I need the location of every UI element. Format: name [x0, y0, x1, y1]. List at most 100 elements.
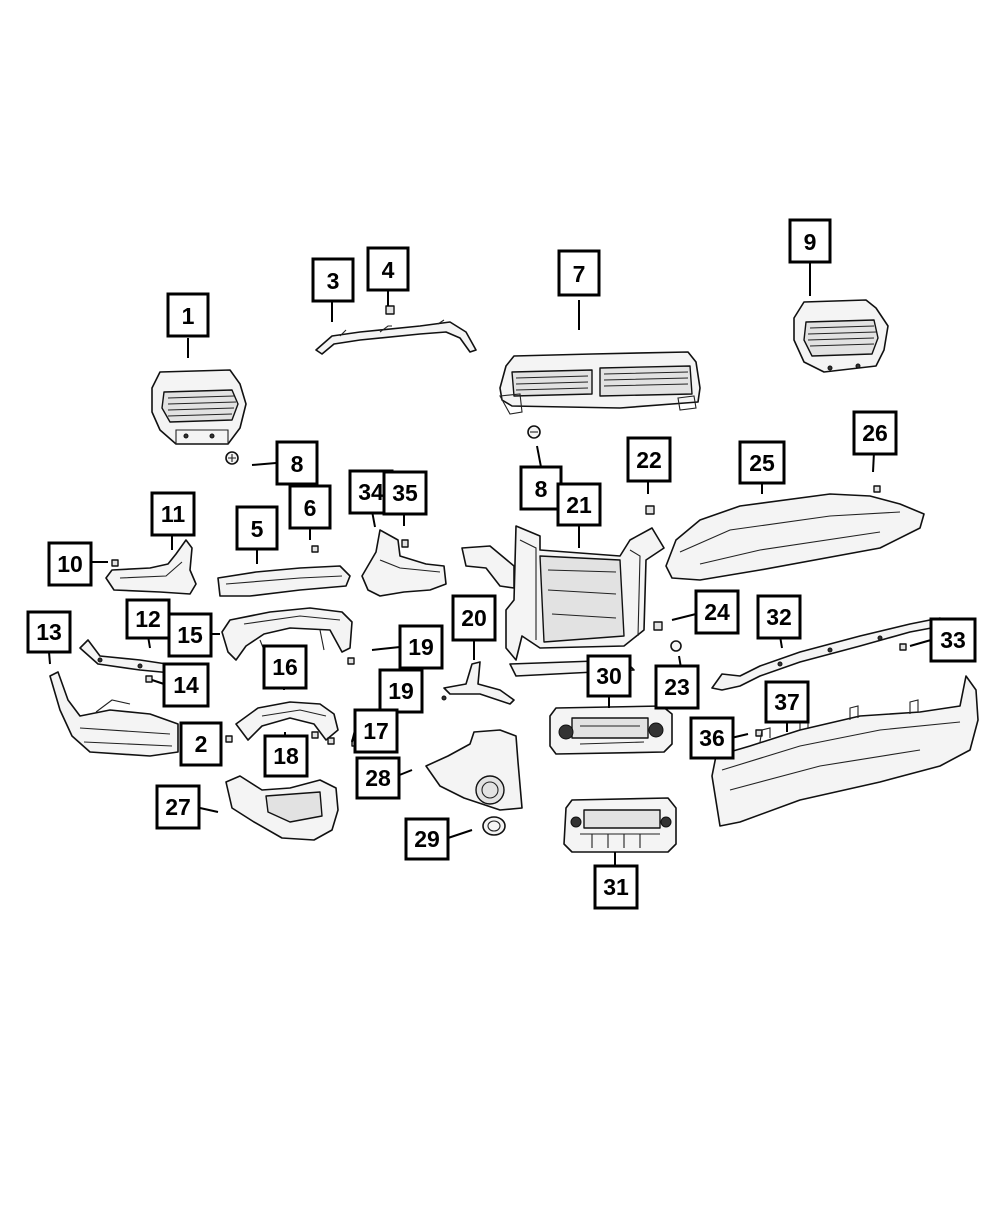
callout-25[interactable]: 25: [738, 440, 786, 485]
callout-15[interactable]: 15: [167, 612, 213, 658]
callout-34-label: 34: [358, 479, 384, 505]
callout-32-label: 32: [766, 604, 792, 630]
callout-8-center[interactable]: 8: [519, 465, 563, 511]
callout-28-label: 28: [365, 765, 391, 791]
callout-1[interactable]: 1: [166, 292, 210, 338]
callout-13-label: 13: [36, 619, 62, 645]
callout-3[interactable]: 3: [311, 257, 355, 303]
part-17-clip: [311, 731, 335, 745]
callout-2[interactable]: 2: [179, 721, 223, 767]
callout-4-label: 4: [382, 257, 395, 283]
callout-35[interactable]: 35: [382, 470, 428, 516]
part-19-clip-upper: [347, 657, 355, 665]
part-7-center-air-outlet: [499, 351, 701, 415]
part-6-clip: [311, 545, 319, 553]
part-32-right-rail: [711, 617, 943, 691]
callout-6-label: 6: [304, 495, 317, 521]
callout-3-label: 3: [327, 268, 340, 294]
callout-5-label: 5: [251, 516, 264, 542]
callout-4[interactable]: 4: [366, 246, 410, 292]
callout-31[interactable]: 31: [593, 864, 639, 910]
callout-35-label: 35: [392, 480, 418, 506]
part-29-cap: [482, 816, 506, 836]
callout-24[interactable]: 24: [694, 589, 740, 635]
callout-14[interactable]: 14: [162, 662, 210, 708]
callout-20[interactable]: 20: [451, 594, 497, 642]
part-2-clip: [225, 735, 233, 743]
callout-5[interactable]: 5: [235, 505, 279, 551]
callout-36[interactable]: 36: [689, 716, 735, 760]
callout-26-label: 26: [862, 420, 888, 446]
callout-29[interactable]: 29: [404, 817, 450, 861]
callout-15-label: 15: [177, 622, 203, 648]
callout-29-label: 29: [414, 826, 440, 852]
callout-31-label: 31: [603, 874, 629, 900]
callout-10-label: 10: [57, 551, 83, 577]
part-14-clip: [145, 675, 153, 683]
callout-19-upper-label: 19: [408, 634, 434, 660]
callout-8-left-label: 8: [291, 451, 304, 477]
callout-21[interactable]: 21: [556, 482, 602, 527]
callout-8-center-label: 8: [535, 476, 548, 502]
callout-33-label: 33: [940, 627, 966, 653]
part-5-trim-strip: [217, 565, 351, 597]
part-15-cluster-bezel: [221, 607, 353, 661]
part-30-control-panel: [549, 705, 673, 755]
part-20-wire-bracket: [441, 661, 515, 705]
callout-19-upper[interactable]: 19: [398, 624, 444, 670]
callout-7[interactable]: 7: [557, 249, 601, 297]
part-8-screw-left: [225, 451, 239, 465]
callout-14-label: 14: [173, 672, 199, 698]
callout-27-label: 27: [165, 794, 191, 820]
callout-20-label: 20: [461, 605, 487, 631]
callout-27[interactable]: 27: [155, 784, 201, 830]
callout-23-label: 23: [664, 674, 690, 700]
callout-26[interactable]: 26: [852, 410, 898, 456]
callout-24-label: 24: [704, 599, 730, 625]
part-26-clip: [873, 485, 881, 493]
callout-23[interactable]: 23: [654, 664, 700, 710]
part-28-lower-center-bezel: [425, 729, 523, 811]
callout-16[interactable]: 16: [262, 644, 308, 690]
part-18-column-shroud-upper: [235, 701, 339, 741]
part-23-screw: [670, 640, 682, 652]
part-10-clip: [111, 559, 119, 567]
callout-9-label: 9: [804, 229, 817, 255]
callout-37[interactable]: 37: [764, 680, 810, 724]
callout-8-left[interactable]: 8: [275, 440, 319, 486]
part-24-clip: [653, 621, 663, 631]
callout-6[interactable]: 6: [288, 484, 332, 530]
callout-19-lower-label: 19: [388, 678, 414, 704]
callout-21-label: 21: [566, 492, 592, 518]
part-3-upper-bracket: [315, 319, 477, 355]
callout-18[interactable]: 18: [263, 734, 309, 778]
callout-12[interactable]: 12: [125, 598, 171, 640]
callout-22[interactable]: 22: [626, 436, 672, 483]
callout-22-label: 22: [636, 447, 662, 473]
callout-32[interactable]: 32: [756, 594, 802, 640]
part-33-clip: [899, 643, 907, 651]
part-11-left-bracket: [105, 539, 197, 595]
callout-33[interactable]: 33: [929, 617, 977, 663]
callout-30[interactable]: 30: [586, 654, 632, 698]
callout-17[interactable]: 17: [353, 708, 399, 754]
callout-10[interactable]: 10: [47, 541, 93, 587]
callout-13[interactable]: 13: [26, 610, 72, 654]
callout-11-label: 11: [161, 501, 186, 527]
callout-18-label: 18: [273, 743, 299, 769]
callout-16-label: 16: [272, 654, 298, 680]
callout-28[interactable]: 28: [355, 756, 401, 800]
part-9-right-air-outlet: [793, 299, 889, 373]
callout-9[interactable]: 9: [788, 218, 832, 264]
part-13-left-lower-panel: [49, 671, 179, 757]
part-31-climate-control: [563, 797, 677, 853]
callout-11[interactable]: 11: [150, 491, 196, 537]
callout-17-label: 17: [363, 718, 389, 744]
callout-19-lower[interactable]: 19: [378, 668, 424, 714]
callout-37-label: 37: [774, 689, 800, 715]
part-27-column-shroud-lower: [225, 775, 339, 841]
part-35-clip: [401, 539, 409, 548]
callout-7-label: 7: [573, 261, 586, 287]
callout-1-label: 1: [182, 303, 195, 329]
